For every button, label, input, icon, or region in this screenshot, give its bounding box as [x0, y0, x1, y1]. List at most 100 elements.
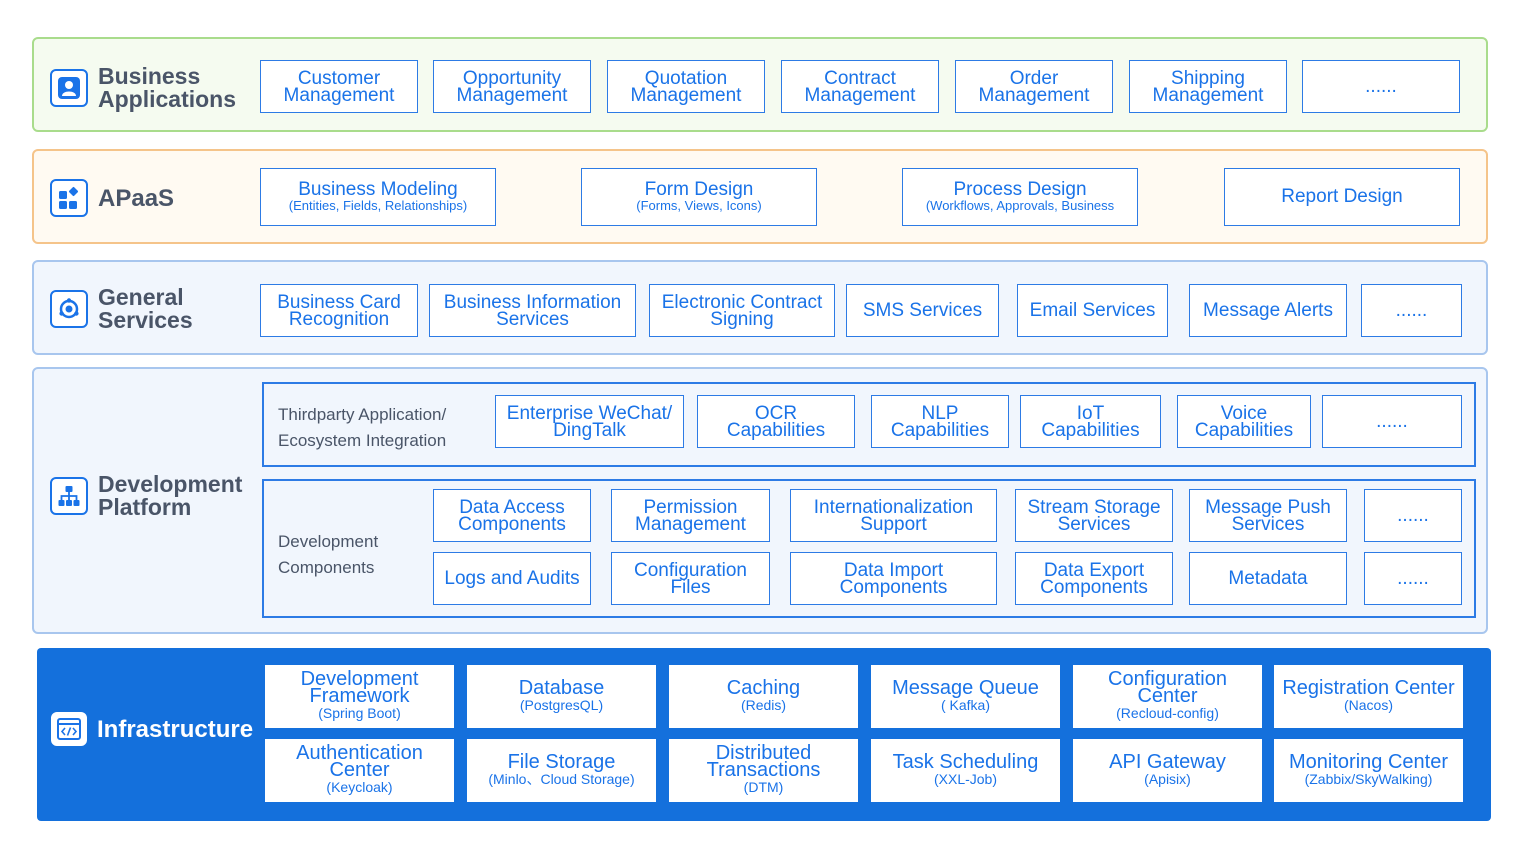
layer-title-line1: Development [98, 471, 243, 497]
box-label: Framework [309, 685, 410, 707]
database-box: Database(PostgresQL) [467, 665, 656, 728]
box-label: Capabilities [1194, 419, 1294, 441]
box-label: Message Alerts [1203, 299, 1333, 321]
layer-title: Business Applications [50, 65, 236, 111]
layer-title-line2: Services [98, 307, 193, 333]
services-icon [50, 290, 88, 328]
box-label: Management [635, 513, 746, 535]
box-label: Process Design [953, 179, 1087, 200]
more-placeholder-box: ...... [1364, 552, 1462, 605]
box-label: Center [329, 759, 390, 781]
box-label: Message Push [1205, 496, 1331, 518]
box-subtitle: (DTM) [743, 779, 784, 795]
box-label: Registration Center [1282, 676, 1455, 699]
box-label: Center [1137, 685, 1198, 707]
box-label: Components [839, 576, 948, 598]
box-label: Database [518, 676, 605, 699]
task-scheduling-box: Task Scheduling(XXL-Job) [871, 739, 1060, 802]
box-label: Files [670, 576, 711, 598]
message-alerts-box: Message Alerts [1189, 284, 1347, 337]
box-label: API Gateway [1109, 750, 1226, 773]
layer-title-text: Infrastructure [97, 715, 254, 743]
box-label: Opportunity [462, 67, 562, 89]
box-label: Form Design [644, 179, 754, 200]
message-queue-box: Message Queue( Kafka) [871, 665, 1060, 728]
box-label: IoT [1076, 402, 1105, 424]
layer-title-line1: Business [98, 63, 201, 89]
box-label: Permission [643, 496, 738, 518]
layer-title-line2: Applications [98, 86, 237, 112]
box-label: Shipping [1171, 67, 1245, 89]
box-subtitle: (Redis) [740, 696, 787, 713]
layer-title-text: APaaS [98, 184, 175, 212]
email-services-box: Email Services [1017, 284, 1168, 337]
box-subtitle: (Zabbix/SkyWalking) [1304, 770, 1433, 787]
box-label: Quotation [644, 67, 728, 89]
box-label: Management [804, 84, 916, 106]
box-label: Order [1009, 67, 1059, 89]
group-label: Development Components [278, 529, 378, 581]
logs-and-audits-box: Logs and Audits [433, 552, 591, 605]
more-placeholder-box: ...... [1361, 284, 1462, 337]
box-subtitle: (Forms, Views, Icons) [636, 198, 762, 213]
group-label-line1: Thirdparty Application/ [278, 405, 447, 424]
layer-title: APaaS [50, 179, 174, 217]
sms-services-box: SMS Services [846, 284, 999, 337]
layer-title-line2: Platform [98, 494, 192, 520]
enterprise-wechat-box: Enterprise WeChat/DingTalk [495, 395, 684, 448]
box-label: ...... [1365, 75, 1397, 97]
box-subtitle: (Minlo、Cloud Storage) [488, 770, 635, 787]
box-subtitle: (Spring Boot) [318, 705, 401, 721]
box-label: Management [1152, 84, 1264, 106]
group-label-line2: Ecosystem Integration [278, 431, 447, 450]
box-label: ...... [1395, 299, 1428, 321]
caching-box: Caching(Redis) [669, 665, 858, 728]
box-label: DingTalk [553, 419, 626, 441]
box-label: Business Card [277, 291, 401, 313]
box-subtitle: (Workflows, Approvals, Business [925, 198, 1115, 213]
more-placeholder-box: ...... [1364, 489, 1462, 542]
form-design-box: Form Design(Forms, Views, Icons) [581, 168, 817, 226]
box-label: Management [978, 84, 1090, 106]
box-label: ...... [1397, 504, 1429, 526]
layer-title: Development Platform [50, 473, 242, 519]
box-label: Services [1057, 513, 1131, 535]
box-label: SMS Services [862, 299, 983, 321]
box-label: Report Design [1281, 186, 1403, 207]
box-label: Business Modeling [298, 179, 458, 200]
box-label: Contract [824, 67, 896, 89]
report-design-box: Report Design [1224, 168, 1460, 226]
metadata-box: Metadata [1189, 552, 1347, 605]
box-subtitle: (Apisix) [1144, 770, 1191, 787]
box-subtitle: (Recloud-config) [1116, 705, 1219, 721]
box-label: Data Import [843, 559, 944, 581]
box-label: Internationalization [813, 496, 974, 518]
box-label: Support [860, 513, 927, 535]
box-label: Configuration [1108, 668, 1227, 690]
box-label: Development [300, 668, 419, 690]
box-label: Stream Storage [1027, 496, 1161, 518]
box-label: Distributed [715, 742, 812, 764]
process-design-box: Process Design(Workflows, Approvals, Bus… [902, 168, 1138, 226]
box-label: Monitoring Center [1289, 750, 1448, 773]
box-label: Task Scheduling [892, 750, 1039, 773]
box-label: Data Export [1043, 559, 1145, 581]
box-label: Management [283, 84, 395, 106]
box-label: Recognition [288, 308, 390, 330]
registration-center-box: Registration Center(Nacos) [1274, 665, 1463, 728]
box-label: Components [458, 513, 566, 535]
